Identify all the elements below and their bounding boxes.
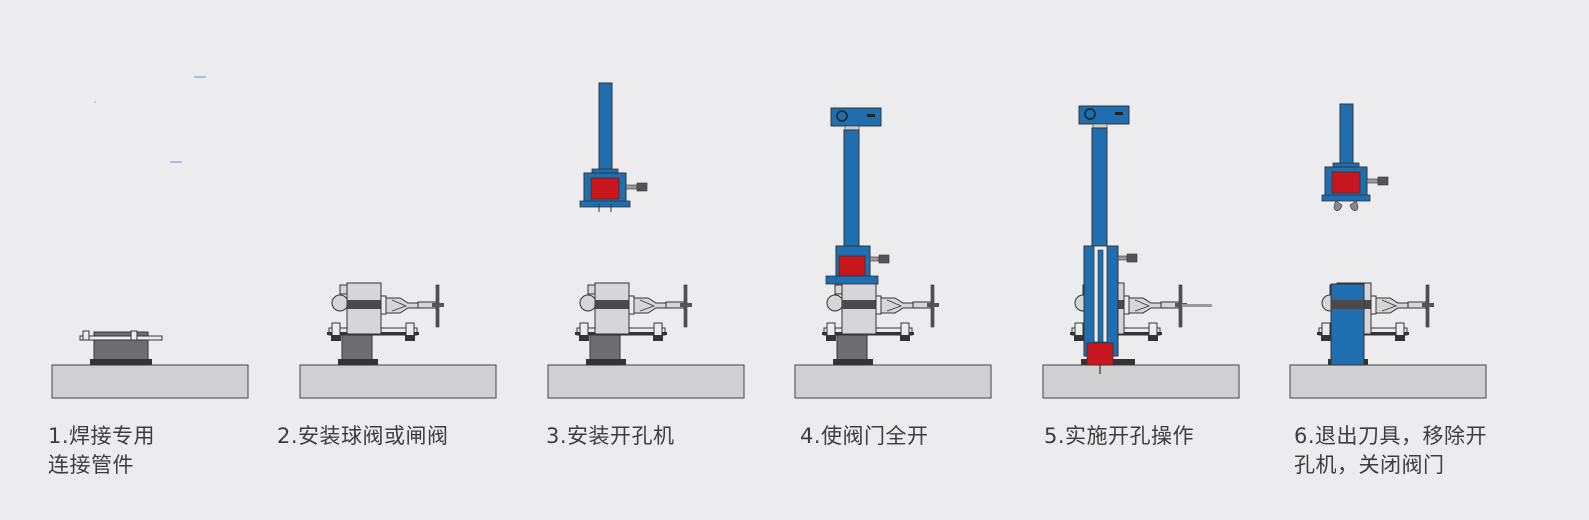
step-4-caption: 4.使阀门全开 bbox=[800, 424, 929, 448]
step-3-illustration bbox=[547, 82, 745, 399]
step-2-caption: 2.安装球阀或闸阀 bbox=[277, 424, 449, 448]
step-5-illustration bbox=[1042, 105, 1240, 399]
step-2-illustration bbox=[299, 282, 497, 399]
step-1-illustration bbox=[51, 330, 249, 399]
step-6-caption: 6.退出刀具，移除开 孔机，关闭阀门 bbox=[1294, 424, 1488, 477]
step-3-caption: 3.安装开孔机 bbox=[546, 424, 675, 448]
step-5-caption: 5.实施开孔操作 bbox=[1044, 424, 1195, 448]
step-1-caption: 1.焊接专用 连接管件 bbox=[48, 424, 156, 477]
decorative-marks bbox=[94, 76, 206, 163]
step-6-illustration bbox=[1289, 103, 1487, 399]
step-4-illustration bbox=[794, 107, 992, 399]
